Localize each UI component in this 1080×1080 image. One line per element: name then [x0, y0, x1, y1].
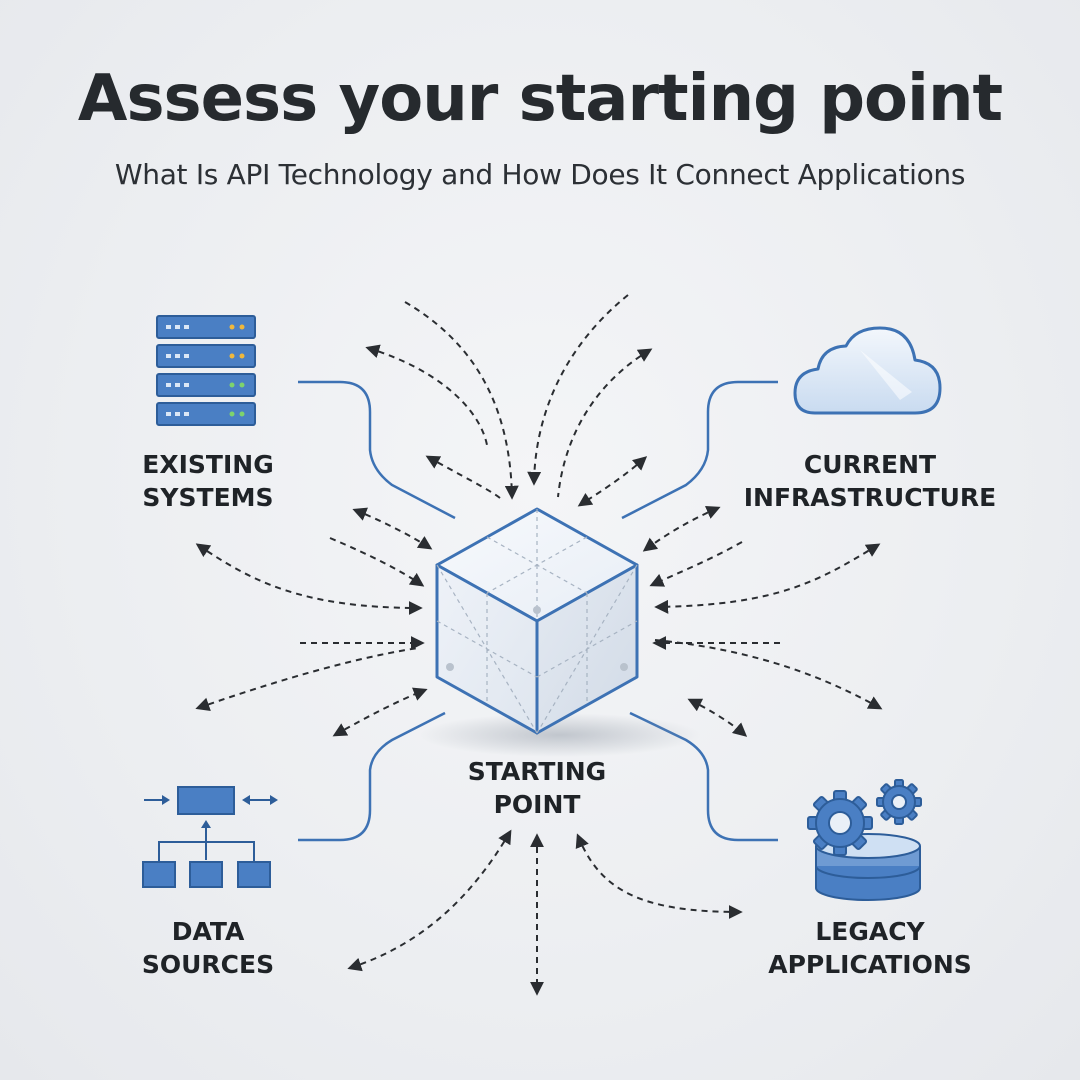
- data-sources-label: DATA SOURCES: [108, 915, 308, 981]
- label-line: DATA: [171, 917, 245, 946]
- connector-lines: [298, 380, 778, 842]
- dashed-arrow: [332, 687, 428, 737]
- dashed-arrow: [425, 455, 501, 499]
- dashed-arrow: [527, 294, 629, 486]
- label-line: LEGACY: [815, 917, 925, 946]
- dashed-arrow: [649, 541, 743, 587]
- cube-icon: [420, 507, 700, 757]
- label-line: SYSTEMS: [142, 483, 274, 512]
- dashed-arrows: [195, 294, 883, 996]
- dashed-arrow: [329, 537, 425, 587]
- connector-line: [298, 380, 456, 520]
- page-subtitle: What Is API Technology and How Does It C…: [114, 158, 966, 191]
- current-infrastructure-label: CURRENT INFRASTRUCTURE: [730, 448, 1010, 514]
- dashed-arrow: [557, 348, 653, 498]
- label-line: SOURCES: [141, 950, 275, 979]
- dashed-arrow: [352, 507, 433, 550]
- dashed-arrow: [577, 456, 648, 507]
- gears-database-icon: [807, 779, 922, 901]
- starting-point-label: STARTING POINT: [437, 755, 637, 821]
- label-line: INFRASTRUCTURE: [743, 483, 997, 512]
- dashed-arrow: [347, 829, 512, 972]
- dashed-arrow: [404, 301, 519, 500]
- connector-line: [298, 711, 446, 842]
- dashed-arrow: [195, 647, 419, 711]
- connector-line: [621, 380, 778, 520]
- dashed-arrow: [575, 833, 743, 919]
- dashed-arrow: [687, 698, 748, 737]
- label-line: POINT: [493, 790, 581, 819]
- legacy-applications-label: LEGACY APPLICATIONS: [740, 915, 1000, 981]
- hierarchy-icon: [142, 786, 278, 888]
- server-rack-icon: [156, 315, 256, 426]
- label-line: CURRENT: [803, 450, 937, 479]
- dashed-arrow: [642, 505, 721, 552]
- existing-systems-label: EXISTING SYSTEMS: [108, 448, 308, 514]
- label-line: APPLICATIONS: [768, 950, 972, 979]
- cloud-icon: [793, 326, 942, 415]
- dashed-arrow: [195, 543, 423, 615]
- dashed-arrow: [365, 344, 488, 446]
- connector-line: [629, 711, 778, 842]
- label-line: EXISTING: [142, 450, 274, 479]
- page-title: Assess your starting point: [77, 62, 1003, 136]
- label-line: STARTING: [467, 757, 607, 786]
- dashed-arrow: [654, 543, 881, 614]
- dashed-arrow: [654, 639, 883, 710]
